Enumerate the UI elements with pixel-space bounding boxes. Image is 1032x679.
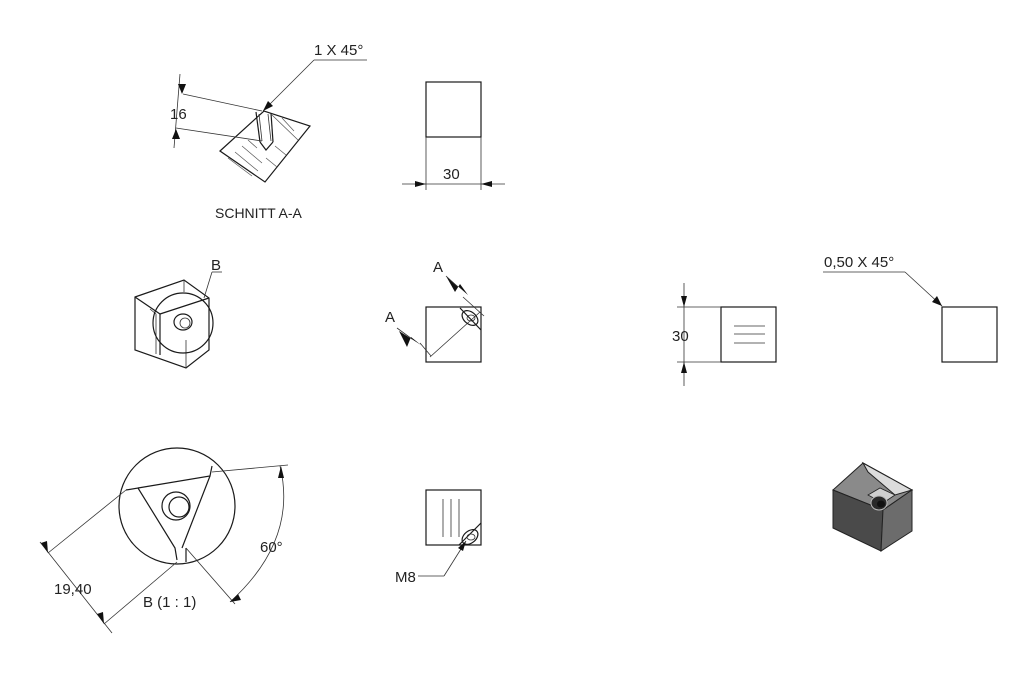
section-title: SCHNITT A-A: [215, 205, 303, 221]
angle-arc: [229, 465, 285, 603]
shaded-3d-render: [832, 461, 914, 552]
dim-arrow: [97, 612, 104, 624]
chamfer-leader: [262, 59, 315, 112]
dim-arrow: [41, 541, 48, 553]
dim-arrow: [481, 181, 492, 187]
section-view-a-a: 16 1 X 45° SCHNITT A-A: [170, 42, 367, 221]
detail-boundary: [118, 447, 236, 565]
bottom-view: M8: [395, 489, 482, 586]
width-dimension-label: 30: [443, 166, 460, 183]
angle-dimension-label: 60°: [260, 539, 283, 556]
front-view-outline: [425, 81, 482, 138]
isometric-view: B: [134, 257, 222, 369]
cut-line: [429, 311, 481, 358]
detail-marker-label: B: [211, 257, 221, 274]
thread-callout-label: M8: [395, 569, 416, 586]
detail-leader: [203, 271, 213, 299]
detail-title: B (1 : 1): [143, 594, 196, 611]
side-view-outline: [720, 306, 777, 363]
front-view: 30: [402, 81, 505, 190]
dim-arrow: [172, 129, 180, 139]
chamfer-callout-label: 0,50 X 45°: [824, 254, 894, 271]
cut-label-top: A: [433, 259, 443, 276]
dim-arrow: [278, 466, 284, 478]
thread-hole: [461, 529, 479, 545]
height-dimension-label: 30: [672, 328, 689, 345]
render-right-face: [880, 489, 913, 552]
cut-arrow-left: [399, 331, 421, 347]
dim-arrow: [178, 84, 186, 94]
threaded-hole: [173, 313, 193, 331]
section-hatching: [227, 114, 299, 177]
cut-label-left: A: [385, 309, 395, 326]
right-view-outline: [941, 306, 998, 363]
threaded-hole-section: [255, 111, 274, 151]
depth-dimension-label: 16: [170, 106, 187, 123]
radius-dimension-label: 19,40: [54, 581, 92, 598]
dim-arrow: [681, 362, 687, 373]
detail-view-b: 19,40 60° B (1 : 1): [39, 447, 289, 634]
right-view: 0,50 X 45°: [823, 254, 998, 363]
detail-hole-outer: [161, 491, 191, 521]
detail-part-edge: [125, 487, 178, 561]
top-view-outline: [425, 306, 482, 363]
detail-hole-inner: [168, 496, 190, 518]
dim-arrow: [230, 594, 241, 602]
dim-arrow: [415, 181, 426, 187]
detail-circle: [152, 292, 214, 354]
dim-arrow: [681, 296, 687, 307]
chamfer-callout-label: 1 X 45°: [314, 42, 363, 59]
side-view: 30: [672, 283, 777, 386]
bottom-view-outline: [425, 489, 482, 546]
section-body: [219, 110, 312, 183]
top-view: A A: [385, 259, 485, 363]
